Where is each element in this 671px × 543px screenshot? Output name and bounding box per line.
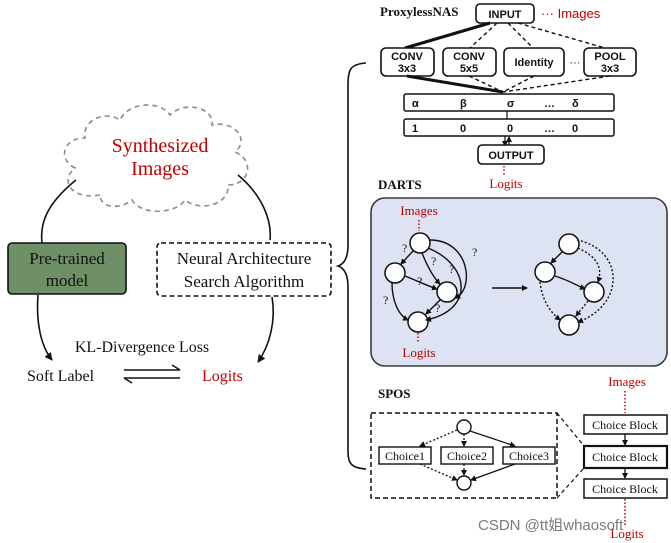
spos-top-node xyxy=(456,419,472,435)
choice3-label: Choice3 xyxy=(509,449,549,463)
arch-params-row xyxy=(403,93,615,112)
derived-cell-edges xyxy=(539,239,614,324)
op-conv3x3-line2: 3x3 xyxy=(398,63,416,75)
darts-question-marks: ? ? ? ? ? ? ? xyxy=(383,241,477,315)
spos-title: SPOS xyxy=(378,386,411,401)
op-identity-label: Identity xyxy=(514,57,554,69)
darts-node-1 xyxy=(384,262,406,284)
proxyless-images-label: ··· Images xyxy=(541,6,601,21)
input-node-label: INPUT xyxy=(489,9,522,21)
op-pool3x3-line2: 3x3 xyxy=(601,63,619,75)
choice-block-3-label: Choice Block xyxy=(592,482,658,496)
zoom-guide-bottom xyxy=(556,467,585,499)
gate-2: 0 xyxy=(460,123,466,135)
synthesized-images-cloud: Synthesized Images xyxy=(63,104,249,212)
svg-text:?: ? xyxy=(417,274,422,288)
svg-text:?: ? xyxy=(402,241,407,255)
grouping-brace xyxy=(335,62,367,470)
darts-node-2 xyxy=(436,281,458,303)
nas-label-line1: Neural Architecture xyxy=(177,249,312,268)
param-alpha: α xyxy=(412,98,419,110)
choice2-label: Choice2 xyxy=(447,449,487,463)
output-node-label: OUTPUT xyxy=(488,150,534,162)
nas-label-line2: Search Algorithm xyxy=(184,272,304,291)
op-pool3x3-line1: POOL xyxy=(594,51,625,63)
gate-last: 0 xyxy=(572,123,578,135)
derived-node-3 xyxy=(558,314,580,336)
nas-algorithm-box: Neural Architecture Search Algorithm xyxy=(156,242,332,297)
synthesized-label-line1: Synthesized xyxy=(112,135,209,157)
spos-bottom-node xyxy=(456,475,472,491)
darts-panel: DARTS Images ? ? ? ? ? ? ? Logits xyxy=(370,177,668,367)
darts-node-0 xyxy=(409,232,431,254)
choice-block-3 xyxy=(583,478,668,499)
proxylessnas-panel: ProxylessNAS INPUT ··· Images CONV 3x3 C… xyxy=(380,3,637,191)
svg-text:?: ? xyxy=(383,293,388,307)
pretrained-to-softlabel-arrow xyxy=(36,294,53,361)
soft-label-text: Soft Label xyxy=(27,368,95,385)
gate-ellipsis: … xyxy=(544,123,555,135)
param-beta: β xyxy=(460,98,467,110)
input-node xyxy=(475,3,535,24)
pretrained-label-line1: Pre-trained xyxy=(29,249,105,268)
darts-images-label: Images xyxy=(400,203,438,218)
spos-choice-edges xyxy=(419,429,516,482)
derived-node-0 xyxy=(558,233,580,255)
proxyless-logits-label: Logits xyxy=(489,176,522,191)
cloud-to-nas-connector xyxy=(237,174,272,241)
param-delta: δ xyxy=(572,98,579,110)
choice3-box xyxy=(502,446,556,465)
input-to-ops-edges xyxy=(404,21,606,50)
gate-1: 1 xyxy=(412,123,418,135)
darts-title: DARTS xyxy=(378,177,422,192)
exchange-arrows xyxy=(123,364,181,384)
watermark: CSDN @tt姐whaosoft xyxy=(478,517,624,534)
param-sigma: σ xyxy=(507,98,515,110)
choice-block-1-label: Choice Block xyxy=(592,418,658,432)
spos-logits-label: Logits xyxy=(610,526,643,541)
darts-supernet-edges xyxy=(391,239,468,322)
spos-panel: SPOS Choice1 Choice2 Choice3 Images Choi… xyxy=(370,374,669,541)
pretrained-label-line2: model xyxy=(46,271,89,290)
kl-divergence-label: KL-Divergence Loss xyxy=(75,339,209,356)
derived-node-2 xyxy=(583,281,605,303)
darts-background xyxy=(370,197,668,367)
output-node xyxy=(477,144,545,165)
svg-text:?: ? xyxy=(435,301,440,315)
ops-ellipsis: ··· xyxy=(570,57,581,69)
op-conv5x5-line2: 5x5 xyxy=(460,63,478,75)
op-conv3x3-line1: CONV xyxy=(391,51,423,63)
choice1-label: Choice1 xyxy=(385,449,425,463)
svg-text:?: ? xyxy=(449,262,454,276)
nas-to-logits-arrow xyxy=(257,296,275,363)
zoom-guide-top xyxy=(556,412,585,447)
ops-to-gates-edges xyxy=(406,74,611,94)
left-logits-text: Logits xyxy=(202,368,243,385)
derived-node-1 xyxy=(534,261,556,283)
svg-text:?: ? xyxy=(472,245,477,259)
op-conv5x5-line1: CONV xyxy=(453,51,485,63)
choice2-box xyxy=(440,446,494,465)
param-ellipsis: … xyxy=(544,98,555,110)
spos-images-label: Images xyxy=(608,374,646,389)
cloud-to-pretrained-connector xyxy=(40,179,77,244)
choice1-box xyxy=(378,446,432,465)
choice-block-2-label: Choice Block xyxy=(592,450,658,464)
pretrained-model-box: Pre-trained model xyxy=(7,242,127,295)
proxylessnas-title: ProxylessNAS xyxy=(380,4,458,19)
darts-logits-label: Logits xyxy=(402,345,435,360)
gate-3: 0 xyxy=(507,123,513,135)
darts-node-3 xyxy=(407,311,429,333)
svg-text:?: ? xyxy=(431,254,436,268)
synthesized-label-line2: Images xyxy=(131,158,189,180)
